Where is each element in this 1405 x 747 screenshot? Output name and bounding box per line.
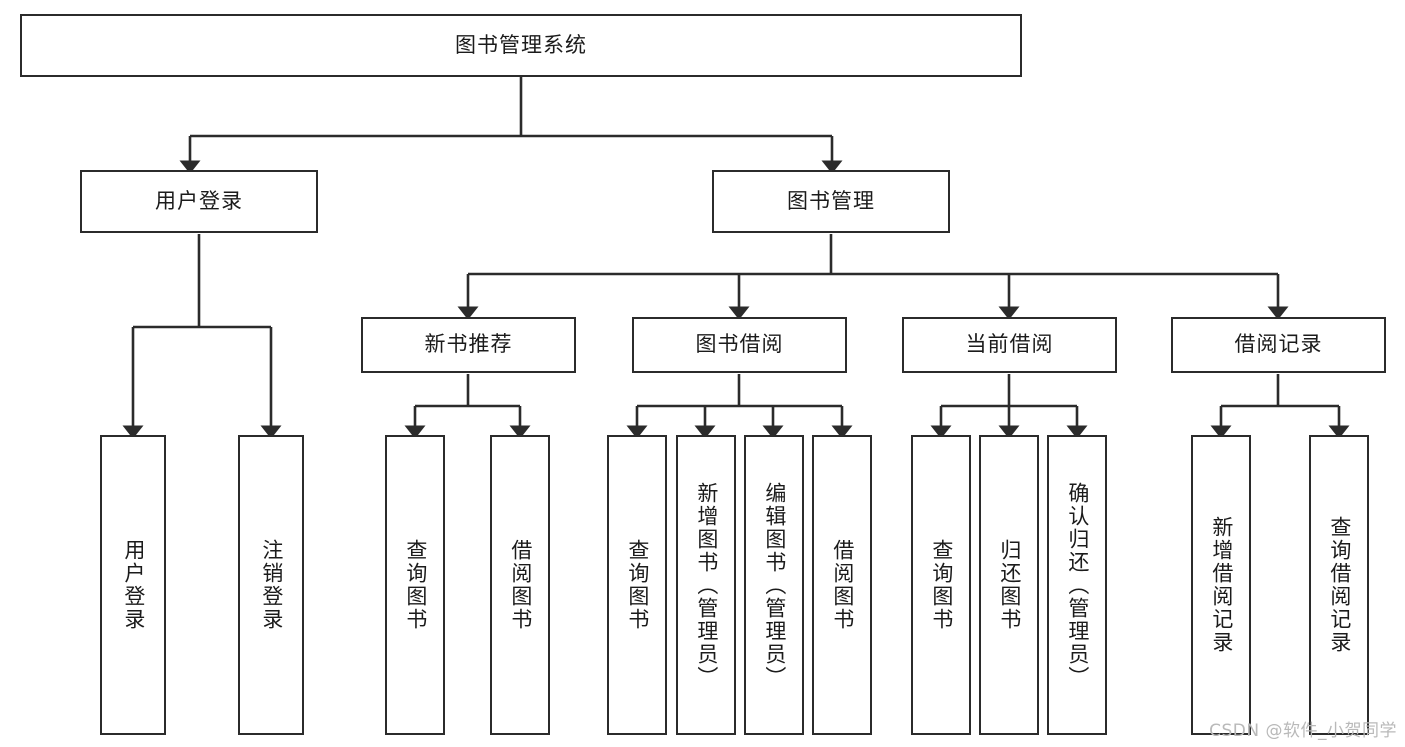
leaf-current-borrow-query[interactable]: 查询图书 bbox=[911, 435, 971, 735]
leaf-current-borrow-confirm-return[interactable]: 确认归还（管理员） bbox=[1047, 435, 1107, 735]
node-book-management[interactable]: 图书管理 bbox=[712, 170, 950, 233]
leaf-borrow-record-query[interactable]: 查询借阅记录 bbox=[1309, 435, 1369, 735]
node-label: 图书管理系统 bbox=[455, 32, 587, 57]
node-root-book-management-system[interactable]: 图书管理系统 bbox=[20, 14, 1022, 77]
node-label: 注销登录 bbox=[259, 539, 284, 631]
leaf-book-borrow-borrow[interactable]: 借阅图书 bbox=[812, 435, 872, 735]
node-book-borrow[interactable]: 图书借阅 bbox=[632, 317, 847, 373]
leaf-book-borrow-edit[interactable]: 编辑图书（管理员） bbox=[744, 435, 804, 735]
node-label: 查询图书 bbox=[403, 539, 428, 631]
node-label: 借阅记录 bbox=[1234, 332, 1323, 357]
node-label: 新书推荐 bbox=[424, 332, 513, 357]
node-label: 新增图书（管理员） bbox=[694, 481, 719, 689]
node-label: 新增借阅记录 bbox=[1209, 516, 1234, 654]
node-label: 查询借阅记录 bbox=[1327, 516, 1352, 654]
node-new-book-recommend[interactable]: 新书推荐 bbox=[361, 317, 576, 373]
node-label: 归还图书 bbox=[997, 539, 1022, 631]
node-label: 图书借阅 bbox=[695, 332, 784, 357]
node-label: 编辑图书（管理员） bbox=[762, 481, 787, 689]
node-label: 用户登录 bbox=[155, 188, 243, 213]
node-user-login[interactable]: 用户登录 bbox=[80, 170, 318, 233]
node-label: 查询图书 bbox=[929, 539, 954, 631]
node-label: 用户登录 bbox=[121, 539, 146, 631]
leaf-user-login-login[interactable]: 用户登录 bbox=[100, 435, 166, 735]
node-current-borrow[interactable]: 当前借阅 bbox=[902, 317, 1117, 373]
node-label: 图书管理 bbox=[787, 188, 875, 213]
node-label: 查询图书 bbox=[625, 539, 650, 631]
leaf-book-borrow-add[interactable]: 新增图书（管理员） bbox=[676, 435, 736, 735]
leaf-borrow-record-add[interactable]: 新增借阅记录 bbox=[1191, 435, 1251, 735]
leaf-user-login-logout[interactable]: 注销登录 bbox=[238, 435, 304, 735]
node-label: 当前借阅 bbox=[965, 332, 1054, 357]
leaf-new-book-borrow[interactable]: 借阅图书 bbox=[490, 435, 550, 735]
node-label: 借阅图书 bbox=[508, 539, 533, 631]
leaf-current-borrow-return[interactable]: 归还图书 bbox=[979, 435, 1039, 735]
watermark-text: CSDN @软件_小贺同学 bbox=[1209, 721, 1397, 741]
leaf-new-book-query[interactable]: 查询图书 bbox=[385, 435, 445, 735]
node-borrow-record[interactable]: 借阅记录 bbox=[1171, 317, 1386, 373]
leaf-book-borrow-query[interactable]: 查询图书 bbox=[607, 435, 667, 735]
node-label: 确认归还（管理员） bbox=[1065, 481, 1090, 689]
node-label: 借阅图书 bbox=[830, 539, 855, 631]
